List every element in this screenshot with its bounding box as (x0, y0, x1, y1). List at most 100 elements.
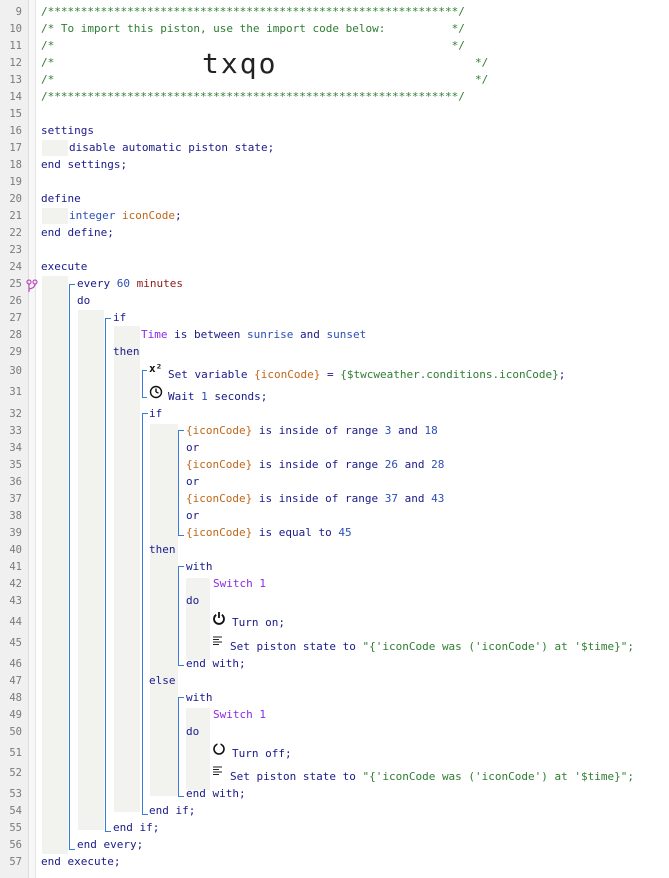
line-number: 17 (9, 142, 22, 154)
condition-range-2[interactable]: {iconCode} is inside of range 26 and 28 (186, 458, 444, 472)
type-keyword: integer (69, 209, 116, 222)
indent-guide (186, 708, 210, 790)
end-with-keyword: end with; (186, 787, 246, 800)
time-condition[interactable]: Time is between sunrise and sunset (141, 328, 366, 342)
with-block-tick (178, 566, 184, 567)
set-state-statement[interactable]: Set piston state to "{'iconCode was ('ic… (230, 640, 634, 654)
with-block-tick (178, 697, 184, 698)
set-state-label: Set piston state to (230, 640, 356, 653)
every-block-tick (69, 849, 75, 850)
line-number: 32 (9, 408, 22, 420)
line-number: 28 (9, 329, 22, 341)
turn-on-command[interactable]: Turn on; (232, 616, 285, 629)
and-keyword: and (404, 492, 425, 505)
comment-blank-line: /* */ (41, 39, 465, 52)
then2-keyword[interactable]: then (149, 543, 176, 556)
and-keyword: and (404, 458, 425, 471)
indent-guide (150, 424, 178, 796)
line-number: 20 (9, 193, 22, 205)
import-code[interactable]: txqo (202, 47, 278, 80)
else-keyword[interactable]: else (149, 674, 176, 687)
line-number: 44 (9, 616, 22, 628)
set-variable-var: {iconCode} (254, 368, 321, 381)
line-number: 23 (9, 244, 22, 256)
device-name[interactable]: Switch 1 (213, 708, 266, 721)
line-number: 46 (9, 658, 22, 670)
line-number: 11 (9, 40, 22, 52)
if-block-line (105, 318, 106, 832)
set-variable-icon: x² (149, 362, 163, 375)
if-block-tick (105, 831, 111, 832)
variable-name: iconCode (121, 209, 175, 222)
condition-block-tick (178, 535, 184, 536)
equal-value: 45 (338, 526, 352, 539)
range-low: 37 (384, 492, 398, 505)
every-number: 60 (116, 277, 130, 290)
line-number: 57 (9, 856, 22, 868)
do2-keyword[interactable]: do (186, 725, 200, 738)
sunset-value: sunset (326, 328, 367, 341)
every-statement[interactable]: every 60 minutes (77, 277, 183, 291)
with-keyword[interactable]: with (186, 691, 213, 704)
clock-icon (149, 385, 163, 399)
execute-keyword[interactable]: execute (41, 260, 88, 273)
or-keyword[interactable]: or (186, 441, 200, 454)
line-number: 27 (9, 312, 22, 324)
state-string: "{'iconCode was ('iconCode') at '$time}"… (362, 640, 634, 653)
or-keyword[interactable]: or (186, 475, 200, 488)
settings-statement[interactable]: disable automatic piston state; (69, 141, 275, 154)
end-every-keyword: end every; (77, 838, 144, 851)
turn-off-command[interactable]: Turn off; (232, 747, 292, 760)
comment-open: /* (41, 73, 55, 86)
end-define-keyword: end define; (41, 226, 114, 239)
with-keyword[interactable]: with (186, 560, 213, 573)
with-block-line (178, 566, 179, 666)
condition-equals[interactable]: {iconCode} is equal to 45 (186, 526, 352, 540)
comment-open: /* (41, 56, 55, 69)
condition-var: {iconCode} (186, 458, 253, 471)
do2-keyword[interactable]: do (186, 594, 200, 607)
inside-operator: is inside of range (258, 492, 379, 505)
set-variable-statement[interactable]: Set variable {iconCode} = {$twcweather.c… (168, 368, 565, 382)
indent-guide (42, 140, 68, 156)
condition-var: {iconCode} (186, 424, 253, 437)
set-state-statement[interactable]: Set piston state to "{'iconCode was ('ic… (230, 770, 634, 784)
power-off-icon (213, 742, 225, 755)
if-keyword[interactable]: if (113, 311, 127, 324)
if-block-tick (105, 318, 111, 319)
comment-import-line: /* To import this piston, use the import… (41, 22, 465, 35)
branch-marker-icon[interactable] (26, 279, 38, 293)
line-number: 14 (9, 91, 22, 103)
or-keyword[interactable]: or (186, 509, 200, 522)
line-number: 47 (9, 675, 22, 687)
device-name[interactable]: Switch 1 (213, 577, 266, 590)
then-keyword[interactable]: then (113, 345, 140, 358)
line-number: 37 (9, 493, 22, 505)
if2-block-line (142, 413, 143, 815)
line-number: 36 (9, 476, 22, 488)
line-number: 18 (9, 159, 22, 171)
condition-range-3[interactable]: {iconCode} is inside of range 37 and 43 (186, 492, 444, 506)
define-keyword[interactable]: define (41, 192, 81, 205)
between-operator: is between (174, 328, 241, 341)
range-low: 3 (384, 424, 392, 437)
line-number: 30 (9, 365, 22, 377)
line-number: 16 (9, 125, 22, 137)
line-number: 45 (9, 637, 22, 649)
variable-declaration[interactable]: integer iconCode; (69, 209, 182, 223)
comment-stars: /***************************************… (41, 5, 465, 18)
with-block-tick (178, 796, 184, 797)
if2-keyword[interactable]: if (149, 407, 163, 420)
condition-range-1[interactable]: {iconCode} is inside of range 3 and 18 (186, 424, 438, 438)
wait-statement[interactable]: Wait 1 seconds; (168, 390, 267, 404)
line-number: 40 (9, 544, 22, 556)
line-number: 38 (9, 510, 22, 522)
comment-stars: /***************************************… (41, 90, 465, 103)
line-number: 26 (9, 295, 22, 307)
line-number: 54 (9, 805, 22, 817)
state-string: "{'iconCode was ('iconCode') at '$time}"… (362, 770, 634, 783)
do-keyword[interactable]: do (77, 294, 91, 307)
set-state-label: Set piston state to (230, 770, 356, 783)
settings-keyword[interactable]: settings (41, 124, 94, 137)
equal-operator: is equal to (258, 526, 332, 539)
